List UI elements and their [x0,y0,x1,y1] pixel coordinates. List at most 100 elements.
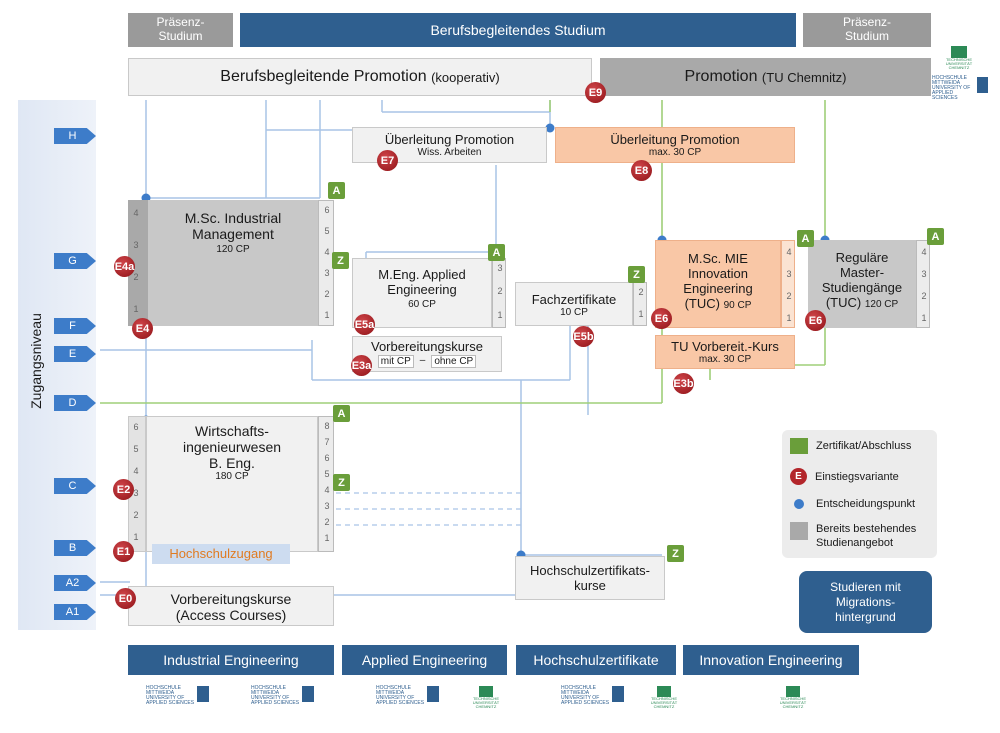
wi-left-nums: 6 5 4 3 2 1 [133,422,139,542]
box-ueberleitung-max30: Überleitung Promotion max. 30 CP [555,127,795,163]
hochschulzugang-label: Hochschulzugang [152,544,290,564]
box-msc-mie: M.Sc. MIE Innovation Engineering (TUC) 9… [655,240,781,328]
box-promotion-tuc: Promotion (TU Chemnitz) [600,58,931,96]
badge-abschluss-msc-im: A [328,182,345,199]
hm-logo-icon [612,686,625,702]
hm-logo-icon [302,686,315,702]
tu-vorb-sub: max. 30 CP [698,354,752,365]
entry-e5b: E5b [573,326,594,347]
tu-vorb-title: TU Vorbereit.-Kurs [671,339,779,354]
entry-e5a: E5a [354,314,375,335]
header-praesenz-left: Präsenz- Studium [128,13,233,47]
mie-semesters: 4 3 2 1 [781,240,795,328]
fach-cp: 10 CP [560,307,588,318]
badge-abschluss-master: A [927,228,944,245]
box-fachzertifikate: Fachzertifikate 10 CP [515,282,633,326]
gray-square-icon [790,522,808,540]
fach-semesters: 2 1 [633,282,647,326]
level-arrow-g: G [54,253,96,269]
vorb-mid-title: Vorbereitungskurse [370,339,483,354]
box-vorbereitungskurse-mid: Vorbereitungskurse mit CP – ohne CP [352,336,502,372]
badge-zertifikat-hz: Z [667,545,684,562]
tuc-logo-icon [657,686,671,697]
box-msc-im-left [128,200,148,326]
legend-item-zertifikat: Zertifikat/Abschluss [790,438,911,454]
tuc-logo-icon [786,686,800,697]
hm-logo-icon [977,77,988,93]
wi-cp: 180 CP [215,471,249,482]
header-praesenz-right-line2: Studium [844,29,890,43]
box-promotion-kooperativ: Berufsbegleitende Promotion (kooperativ) [128,58,592,96]
tab-hochschulzertifikate: Hochschulzertifikate [516,645,676,675]
legend-item-entscheidung: Entscheidungspunkt [790,498,915,510]
level-arrow-a1: A1 [54,604,96,620]
red-circle-icon: E [790,468,807,485]
header-berufsbegleitend: Berufsbegleitendes Studium [240,13,796,47]
ueberl-right-sub: max. 30 CP [648,147,702,158]
entry-e4a: E4a [114,256,135,277]
ueberl-left-sub: Wiss. Arbeiten [417,147,482,158]
header-praesenz-left-line1: Präsenz- [156,15,205,29]
hm-logo-icon [197,686,210,702]
vorb-mid-options: mit CP – ohne CP [353,355,501,368]
msc-im-cp: 120 CP [216,244,250,255]
badge-zertifikat-wi: Z [333,474,350,491]
entry-e6-mie: E6 [651,308,672,329]
header-praesenz-left-line2: Studium [158,29,203,43]
master-title: Reguläre Master- Studiengänge (TUC) 120 … [821,250,903,310]
entry-e7: E7 [377,150,398,171]
badge-zertifikat-fach: Z [628,266,645,283]
level-arrow-h: H [54,128,96,144]
entry-e9: E9 [585,82,606,103]
promotion-left-title: Berufsbegleitende Promotion [220,68,427,85]
header-praesenz-right-line1: Präsenz- [842,15,892,29]
level-arrow-b: B [54,540,96,556]
vorb-mid-mit: mit CP [377,355,414,368]
legend-item-einstieg: E Einstiegsvariante [790,468,899,485]
access-title: Vorbereitungskurse(Access Courses) [170,591,292,623]
header-praesenz-right: Präsenz- Studium [803,13,931,47]
zugangsniveau-label: Zugangsniveau [28,313,44,409]
entry-e3a: E3a [351,355,372,376]
badge-zertifikat-msc-im: Z [332,252,349,269]
entry-e3b: E3b [673,373,694,394]
level-arrow-e: E [54,346,96,362]
level-arrow-d: D [54,395,96,411]
level-arrow-a2: A2 [54,575,96,591]
vorb-mid-dash: – [419,355,426,366]
promotion-right-suffix: (TU Chemnitz) [761,69,847,85]
entry-e0: E0 [115,588,136,609]
box-hochschulzertifikatskurse: Hochschulzertifikats-kurse [515,556,665,600]
entry-e8: E8 [631,160,652,181]
hm-logo-icon [427,686,440,702]
ueberl-right-title: Überleitung Promotion [610,132,740,147]
tab-applied-engineering: Applied Engineering [342,645,507,675]
blue-dot-icon [794,499,804,509]
badge-abschluss-wi: A [333,405,350,422]
vorb-mid-ohne: ohne CP [431,355,477,368]
hz-title: Hochschulzertifikats-kurse [530,563,650,593]
badge-abschluss-meng: A [488,244,505,261]
box-vorbereitungskurse-access: Vorbereitungskurse(Access Courses) [128,586,334,626]
legend-item-bestehend: Bereits bestehendes Studienangebot [790,522,930,550]
master-semesters: 4 3 2 1 [916,240,930,328]
box-regulaere-master: Reguläre Master- Studiengänge (TUC) 120 … [808,240,916,328]
meng-cp: 60 CP [408,299,436,310]
entry-e6-master: E6 [805,310,826,331]
meng-semesters: 3 2 1 [492,258,506,328]
entry-e4: E4 [132,318,153,339]
